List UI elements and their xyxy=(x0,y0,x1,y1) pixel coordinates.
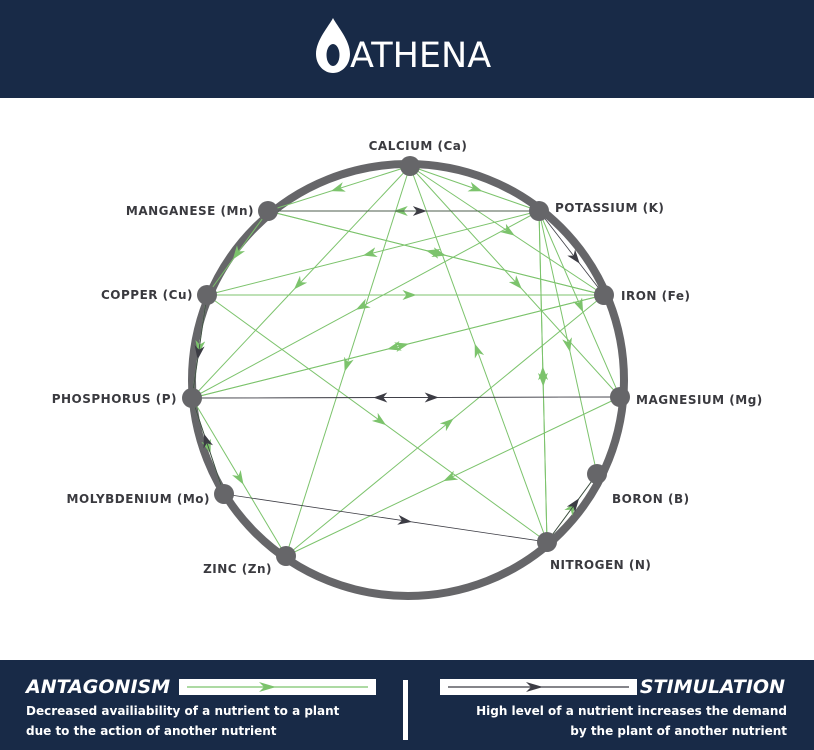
antagonism-link-k-b xyxy=(538,210,598,475)
nutrient-node-fe xyxy=(594,285,614,305)
nutrient-node-cu xyxy=(197,285,217,305)
nutrient-label-k: POTASSIUM (K) xyxy=(555,201,664,215)
stimulation-link-mg-p xyxy=(191,396,621,399)
antagonism-link-zn-fe xyxy=(285,294,605,557)
nutrient-node-ca xyxy=(400,156,420,176)
antagonism-link-p-zn xyxy=(191,397,287,557)
antagonism-link-ca-zn xyxy=(285,165,411,557)
nutrient-node-mg xyxy=(610,387,630,407)
header-bar: ATHENA xyxy=(0,0,814,98)
stimulation-legend-sample xyxy=(440,679,637,695)
nutrient-node-mn xyxy=(258,201,278,221)
antagonism-link-n-ca xyxy=(409,165,548,543)
nutrient-label-ca: CALCIUM (Ca) xyxy=(369,139,468,153)
athena-logo xyxy=(316,18,350,73)
nutrient-label-n: NITROGEN (N) xyxy=(550,558,651,572)
stimulation-description-line2: by the plant of another nutrient xyxy=(570,724,787,738)
nutrient-label-zn: ZINC (Zn) xyxy=(203,562,272,576)
stimulation-link-n-b xyxy=(546,473,598,543)
nutrient-labels: CALCIUM (Ca) POTASSIUM (K) IRON (Fe) MAGNES… xyxy=(52,139,763,576)
stimulation-legend-arrow xyxy=(448,682,629,692)
antagonism-link-mg-zn xyxy=(285,396,621,557)
antagonism-description-line1: Decreased availiability of a nutrient to… xyxy=(26,704,340,718)
logo-wordmark: ATHENA xyxy=(350,36,492,76)
nutrient-label-p: PHOSPHORUS (P) xyxy=(52,392,177,406)
nutrient-label-mn: MANGANESE (Mn) xyxy=(126,204,254,218)
nutrient-node-k xyxy=(529,201,549,221)
antagonism-legend-arrow xyxy=(187,682,368,692)
legend-divider xyxy=(403,680,408,740)
antagonism-legend-sample xyxy=(179,679,376,695)
antagonism-link-cu-n xyxy=(206,294,548,543)
stimulation-link-mo-n xyxy=(223,493,548,543)
antagonism-link-mn-cu xyxy=(206,210,269,296)
nutrient-label-cu: COPPER (Cu) xyxy=(101,288,193,302)
nutrient-node-zn xyxy=(276,546,296,566)
stimulation-title: STIMULATION xyxy=(639,676,785,698)
antagonism-link-n-k xyxy=(538,210,548,543)
nutrient-nodes xyxy=(182,156,630,566)
stimulation-link-mo-p xyxy=(191,397,225,495)
nutrient-node-p xyxy=(182,388,202,408)
antagonism-description-line2: due to the action of another nutrient xyxy=(26,724,277,738)
antagonism-title: ANTAGONISM xyxy=(26,676,171,698)
stimulation-description-line1: High level of a nutrient increases the d… xyxy=(476,704,787,718)
nutrient-label-b: BORON (B) xyxy=(612,492,690,506)
nutrient-label-mg: MAGNESIUM (Mg) xyxy=(636,393,763,407)
nutrient-label-mo: MOLYBDENIUM (Mo) xyxy=(67,492,210,506)
nutrient-label-fe: IRON (Fe) xyxy=(621,289,690,303)
nutrient-interaction-diagram: CALCIUM (Ca) POTASSIUM (K) IRON (Fe) MAGNES… xyxy=(52,139,763,600)
nutrient-ring xyxy=(188,160,628,600)
nutrient-node-b xyxy=(587,464,607,484)
nutrient-node-mo xyxy=(214,484,234,504)
stimulation-links xyxy=(191,206,621,543)
nutrient-node-n xyxy=(537,532,557,552)
